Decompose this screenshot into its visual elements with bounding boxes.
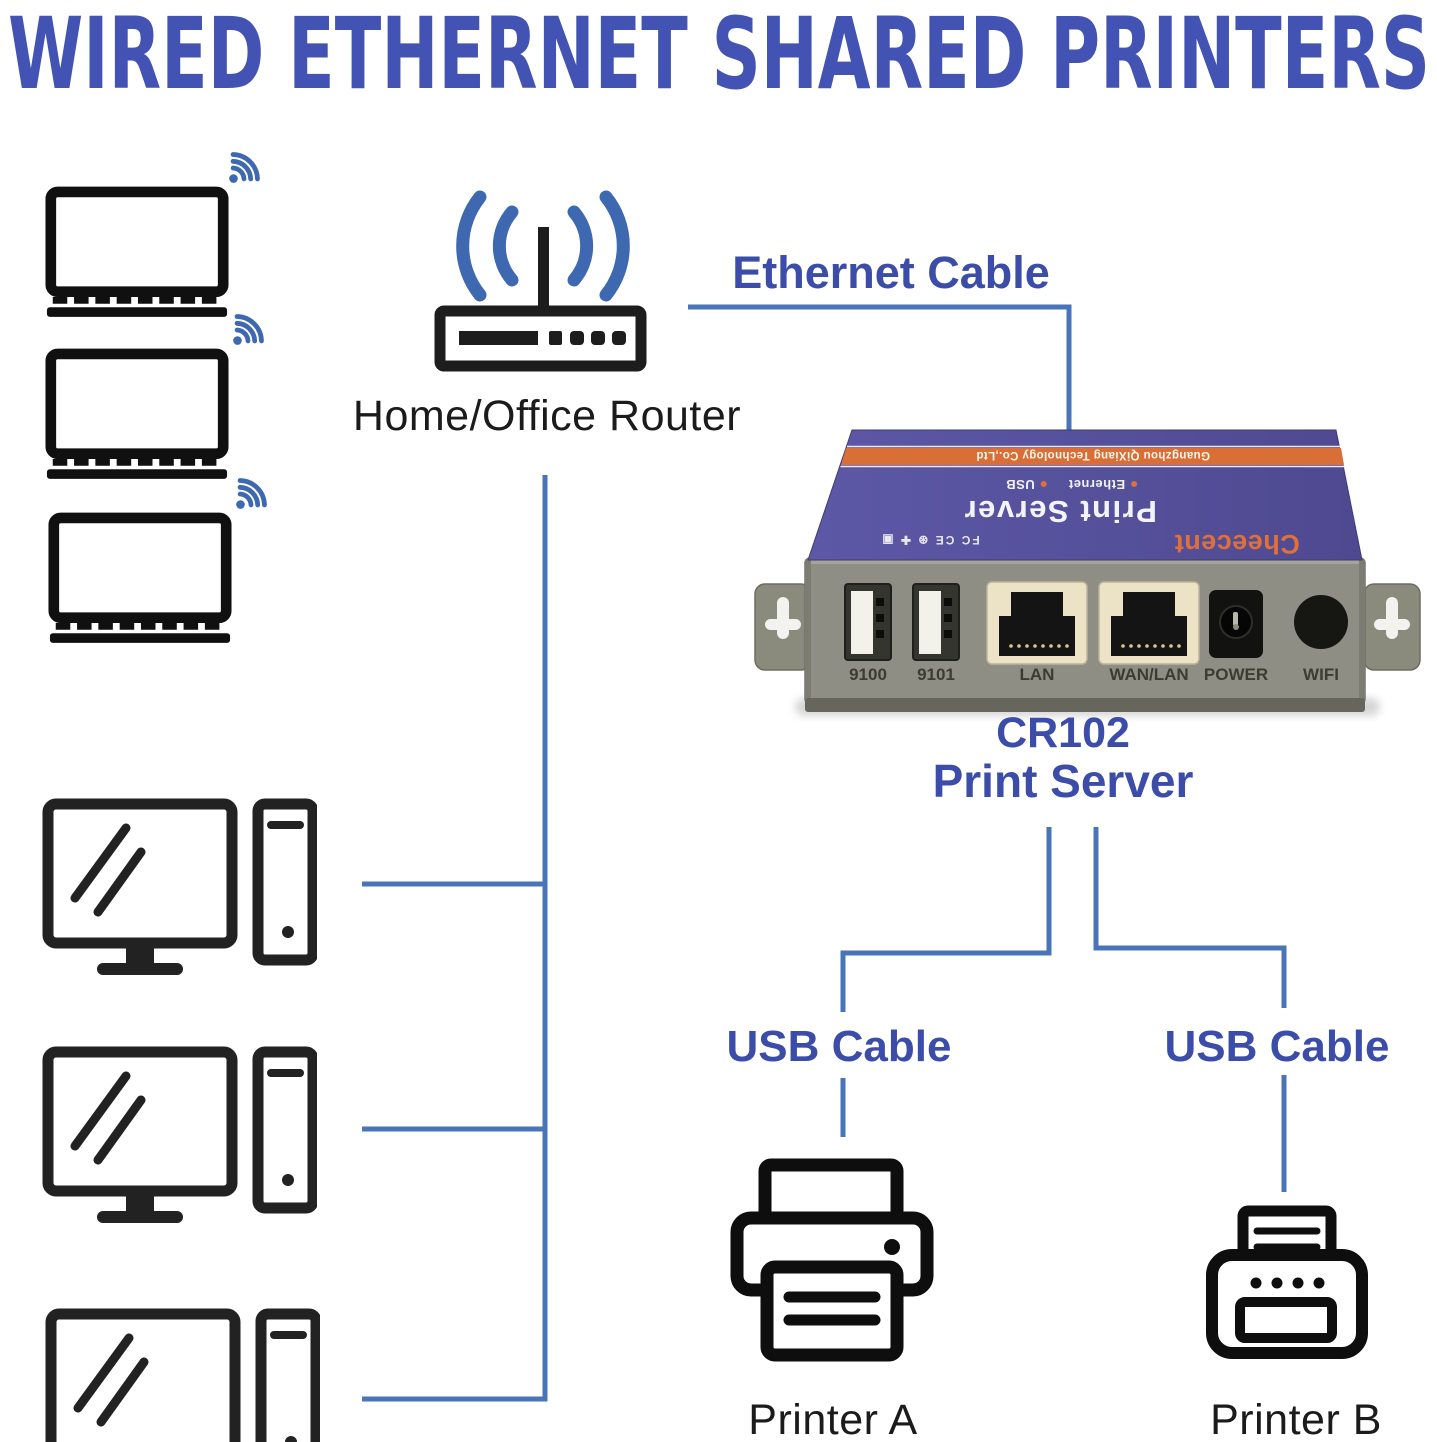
laptop-icon-3 (50, 518, 230, 643)
ethernet-cable-line (688, 304, 1072, 432)
printer-a-label: Printer A (748, 1396, 918, 1442)
wifi-icon-3 (225, 476, 269, 520)
orange-dot-icon: ● (1038, 477, 1048, 493)
usb-cable-line-right (1093, 827, 1287, 1192)
page-title: WIRED ETHERNET SHARED PRINTERS (8, 0, 1430, 112)
port-label-power: POWER (1203, 665, 1269, 684)
usb-cable-line-left (840, 827, 1052, 1137)
legend-ethernet: Ethernet (1068, 477, 1126, 492)
router-icon (434, 190, 647, 372)
desktop-icon-2 (48, 1052, 313, 1223)
usb-cable-label-left: USB Cable (726, 1022, 952, 1071)
usb-port-9100 (844, 583, 892, 661)
device-banner-text: Guangzhou QiXiang Technology Co.,Ltd (976, 449, 1210, 461)
port-label-9100: 9100 (849, 665, 887, 684)
power-jack (1209, 590, 1263, 658)
port-label-lan: LAN (1019, 665, 1055, 684)
mounting-ear-left (754, 583, 812, 671)
ethernet-cable-label: Ethernet Cable (732, 247, 1050, 298)
laptop-icon-2 (47, 354, 227, 479)
desktop-icon-3 (51, 1314, 316, 1442)
certification-marks: FC CE ⊛ ✚ ▣ (880, 533, 980, 547)
lan-trunk-lines (362, 475, 548, 1402)
legend-usb: USB (1005, 477, 1035, 492)
usb-cable-label-right: USB Cable (1164, 1022, 1390, 1071)
print-server-photo (754, 429, 1421, 716)
printer-b-label: Printer B (1210, 1396, 1382, 1442)
port-label-9101: 9101 (917, 665, 955, 684)
device-product-text: Print Server (963, 494, 1157, 529)
wifi-icon-2 (222, 312, 266, 356)
device-port-legend: ● Ethernet ● USB (1006, 477, 1138, 493)
lan-port (986, 581, 1088, 665)
mounting-ear-right (1363, 583, 1421, 671)
orange-dot-icon: ● (1129, 477, 1139, 493)
router-label: Home/Office Router (352, 392, 742, 440)
wan-lan-port (1098, 581, 1200, 665)
print-server-name: Print Server (932, 755, 1194, 807)
brand-logo-text: Cheecent (1174, 529, 1300, 559)
desktop-icon-1 (48, 804, 313, 975)
print-server-model: CR102 (996, 709, 1130, 757)
port-label-wifi: WIFI (1303, 665, 1339, 684)
laptop-icon-1 (47, 192, 227, 317)
printer-a-icon (730, 1158, 934, 1362)
printer-b-icon (1206, 1205, 1368, 1359)
port-label-wan-lan: WAN/LAN (1109, 665, 1189, 684)
wifi-icon-1 (218, 150, 262, 194)
usb-port-9101 (912, 583, 960, 661)
print-server-caption: CR102 Print Server (933, 710, 1194, 806)
wifi-button (1294, 595, 1348, 649)
